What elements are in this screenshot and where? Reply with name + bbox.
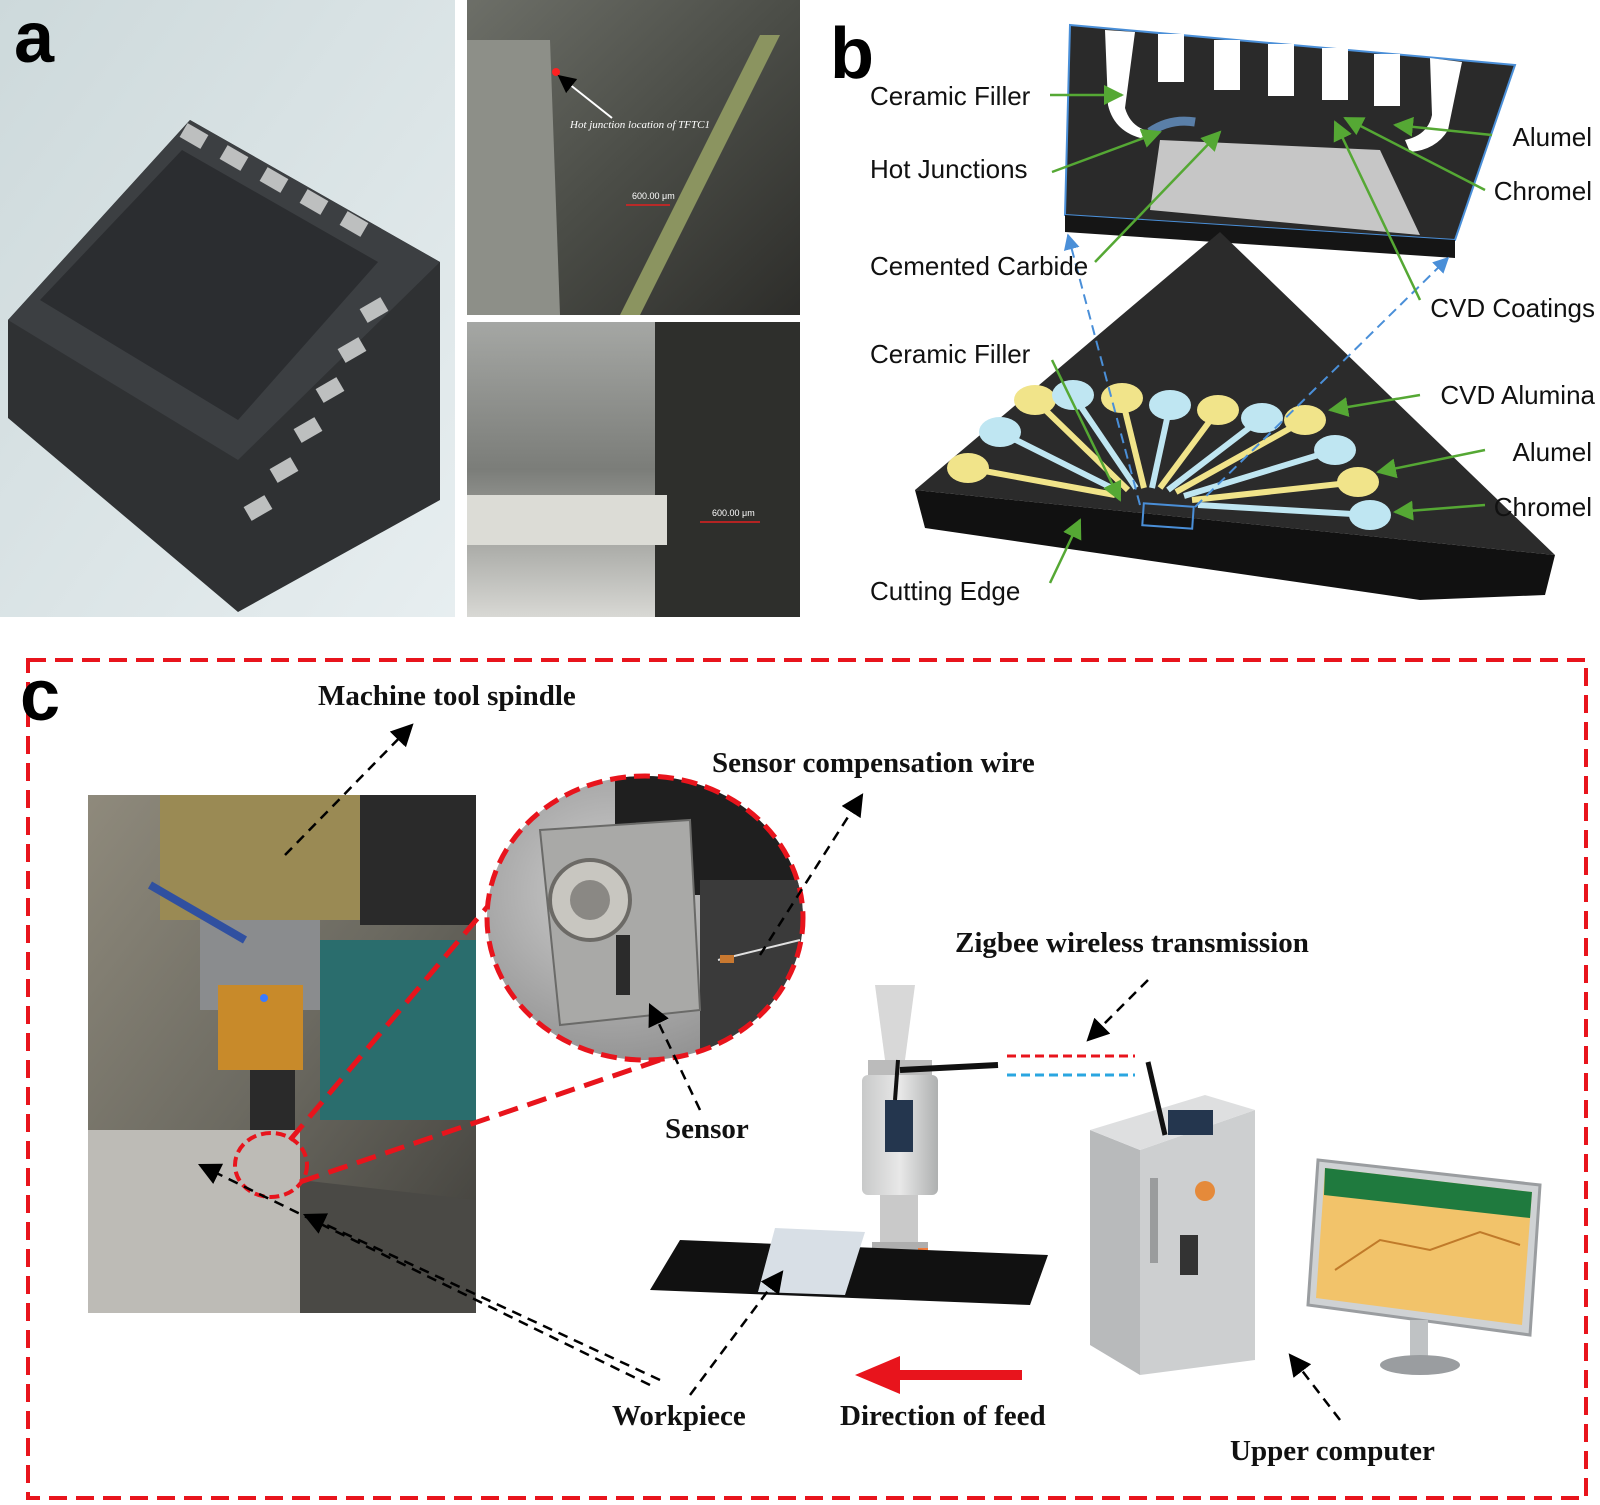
triangle-insert — [915, 232, 1555, 600]
micrograph-top-edge — [467, 40, 560, 315]
sensor-strip — [616, 935, 630, 995]
sensor-zoom — [484, 773, 806, 1063]
scale-bar-top: 600.00 μm — [632, 191, 675, 201]
panel-b-letter: b — [830, 14, 874, 94]
label-cutting-edge: Cutting Edge — [870, 576, 1020, 606]
panel-c-dashed-frame — [26, 658, 1588, 1500]
chromel-pads — [979, 380, 1391, 530]
label-hot-junctions: Hot Junctions — [870, 154, 1028, 184]
label-alumel-bottom: Alumel — [1513, 437, 1592, 467]
hot-junction-dot — [552, 68, 560, 76]
machine-photo — [88, 795, 476, 1313]
hot-junction-pointer — [557, 74, 613, 119]
label-cemented-carbide: Cemented Carbide — [870, 251, 1088, 281]
panel-b: b — [830, 14, 1596, 606]
label-alumel-top: Alumel — [1513, 122, 1592, 152]
receiver-tower — [1090, 1061, 1255, 1375]
label-cvd-alumina: CVD Alumina — [1440, 380, 1595, 410]
label-upper-computer: Upper computer — [1230, 1435, 1435, 1467]
closeup-fingers — [1105, 30, 1462, 152]
label-workpiece: Workpiece — [612, 1400, 746, 1432]
receiver-board — [1168, 1110, 1213, 1135]
tool-holder — [862, 985, 999, 1270]
panel-a-letter: a — [14, 0, 55, 78]
zoom-connector-bottom — [299, 1057, 661, 1185]
wireless-node-board — [885, 1100, 913, 1152]
closeup-substrate — [1150, 140, 1420, 235]
feed-arrow-head — [855, 1356, 900, 1394]
antenna-tool — [899, 1062, 999, 1073]
alumel-pads — [947, 383, 1379, 497]
label-machine-tool-spindle: Machine tool spindle — [318, 680, 576, 712]
panel-c-letter: c — [20, 656, 60, 736]
junction-closeup — [1063, 23, 1517, 258]
label-ceramic-filler-bottom: Ceramic Filler — [870, 339, 1031, 369]
monitor — [1306, 1158, 1542, 1375]
label-direction-of-feed: Direction of feed — [840, 1400, 1046, 1432]
micrograph-bottom-shadow — [655, 322, 800, 617]
label-chromel-top: Chromel — [1494, 176, 1592, 206]
insert-inner-face — [40, 150, 378, 420]
triangle-front-face — [915, 490, 1555, 600]
annotation-arrows-c — [197, 723, 1341, 1421]
zoom-ellipse-border — [484, 773, 806, 1063]
micrograph-bottom-ridge — [467, 495, 667, 545]
micro-label-top: Hot junction location of TFTC1 — [569, 119, 710, 131]
label-sensor-compensation-wire: Sensor compensation wire — [712, 747, 1035, 779]
label-sensor: Sensor — [665, 1113, 749, 1145]
label-cvd-coatings: CVD Coatings — [1430, 293, 1595, 323]
panel-c: c — [20, 656, 1588, 1500]
insert-contact-pads — [179, 123, 389, 521]
projection-line-right — [1194, 256, 1450, 508]
closeup-front — [1065, 215, 1455, 258]
zoom-connector-top — [288, 878, 512, 1142]
label-ceramic-filler-top: Ceramic Filler — [870, 81, 1031, 111]
label-chromel-bottom: Chromel — [1494, 492, 1592, 522]
label-zigbee: Zigbee wireless transmission — [955, 927, 1309, 959]
spindle-highlight-ellipse — [233, 1131, 309, 1199]
micrograph-top-groove — [620, 35, 780, 315]
projection-line-left — [1063, 233, 1141, 506]
annotation-arrows-b — [1048, 85, 1493, 584]
scale-bar-bottom: 600.00 μm — [712, 508, 755, 518]
antenna-receiver — [1145, 1061, 1168, 1136]
panel-a: Hot junction location of TFTC1 600.00 μm… — [0, 0, 800, 617]
junction-highlight-box — [1141, 502, 1195, 530]
workpiece-block — [758, 1228, 865, 1295]
